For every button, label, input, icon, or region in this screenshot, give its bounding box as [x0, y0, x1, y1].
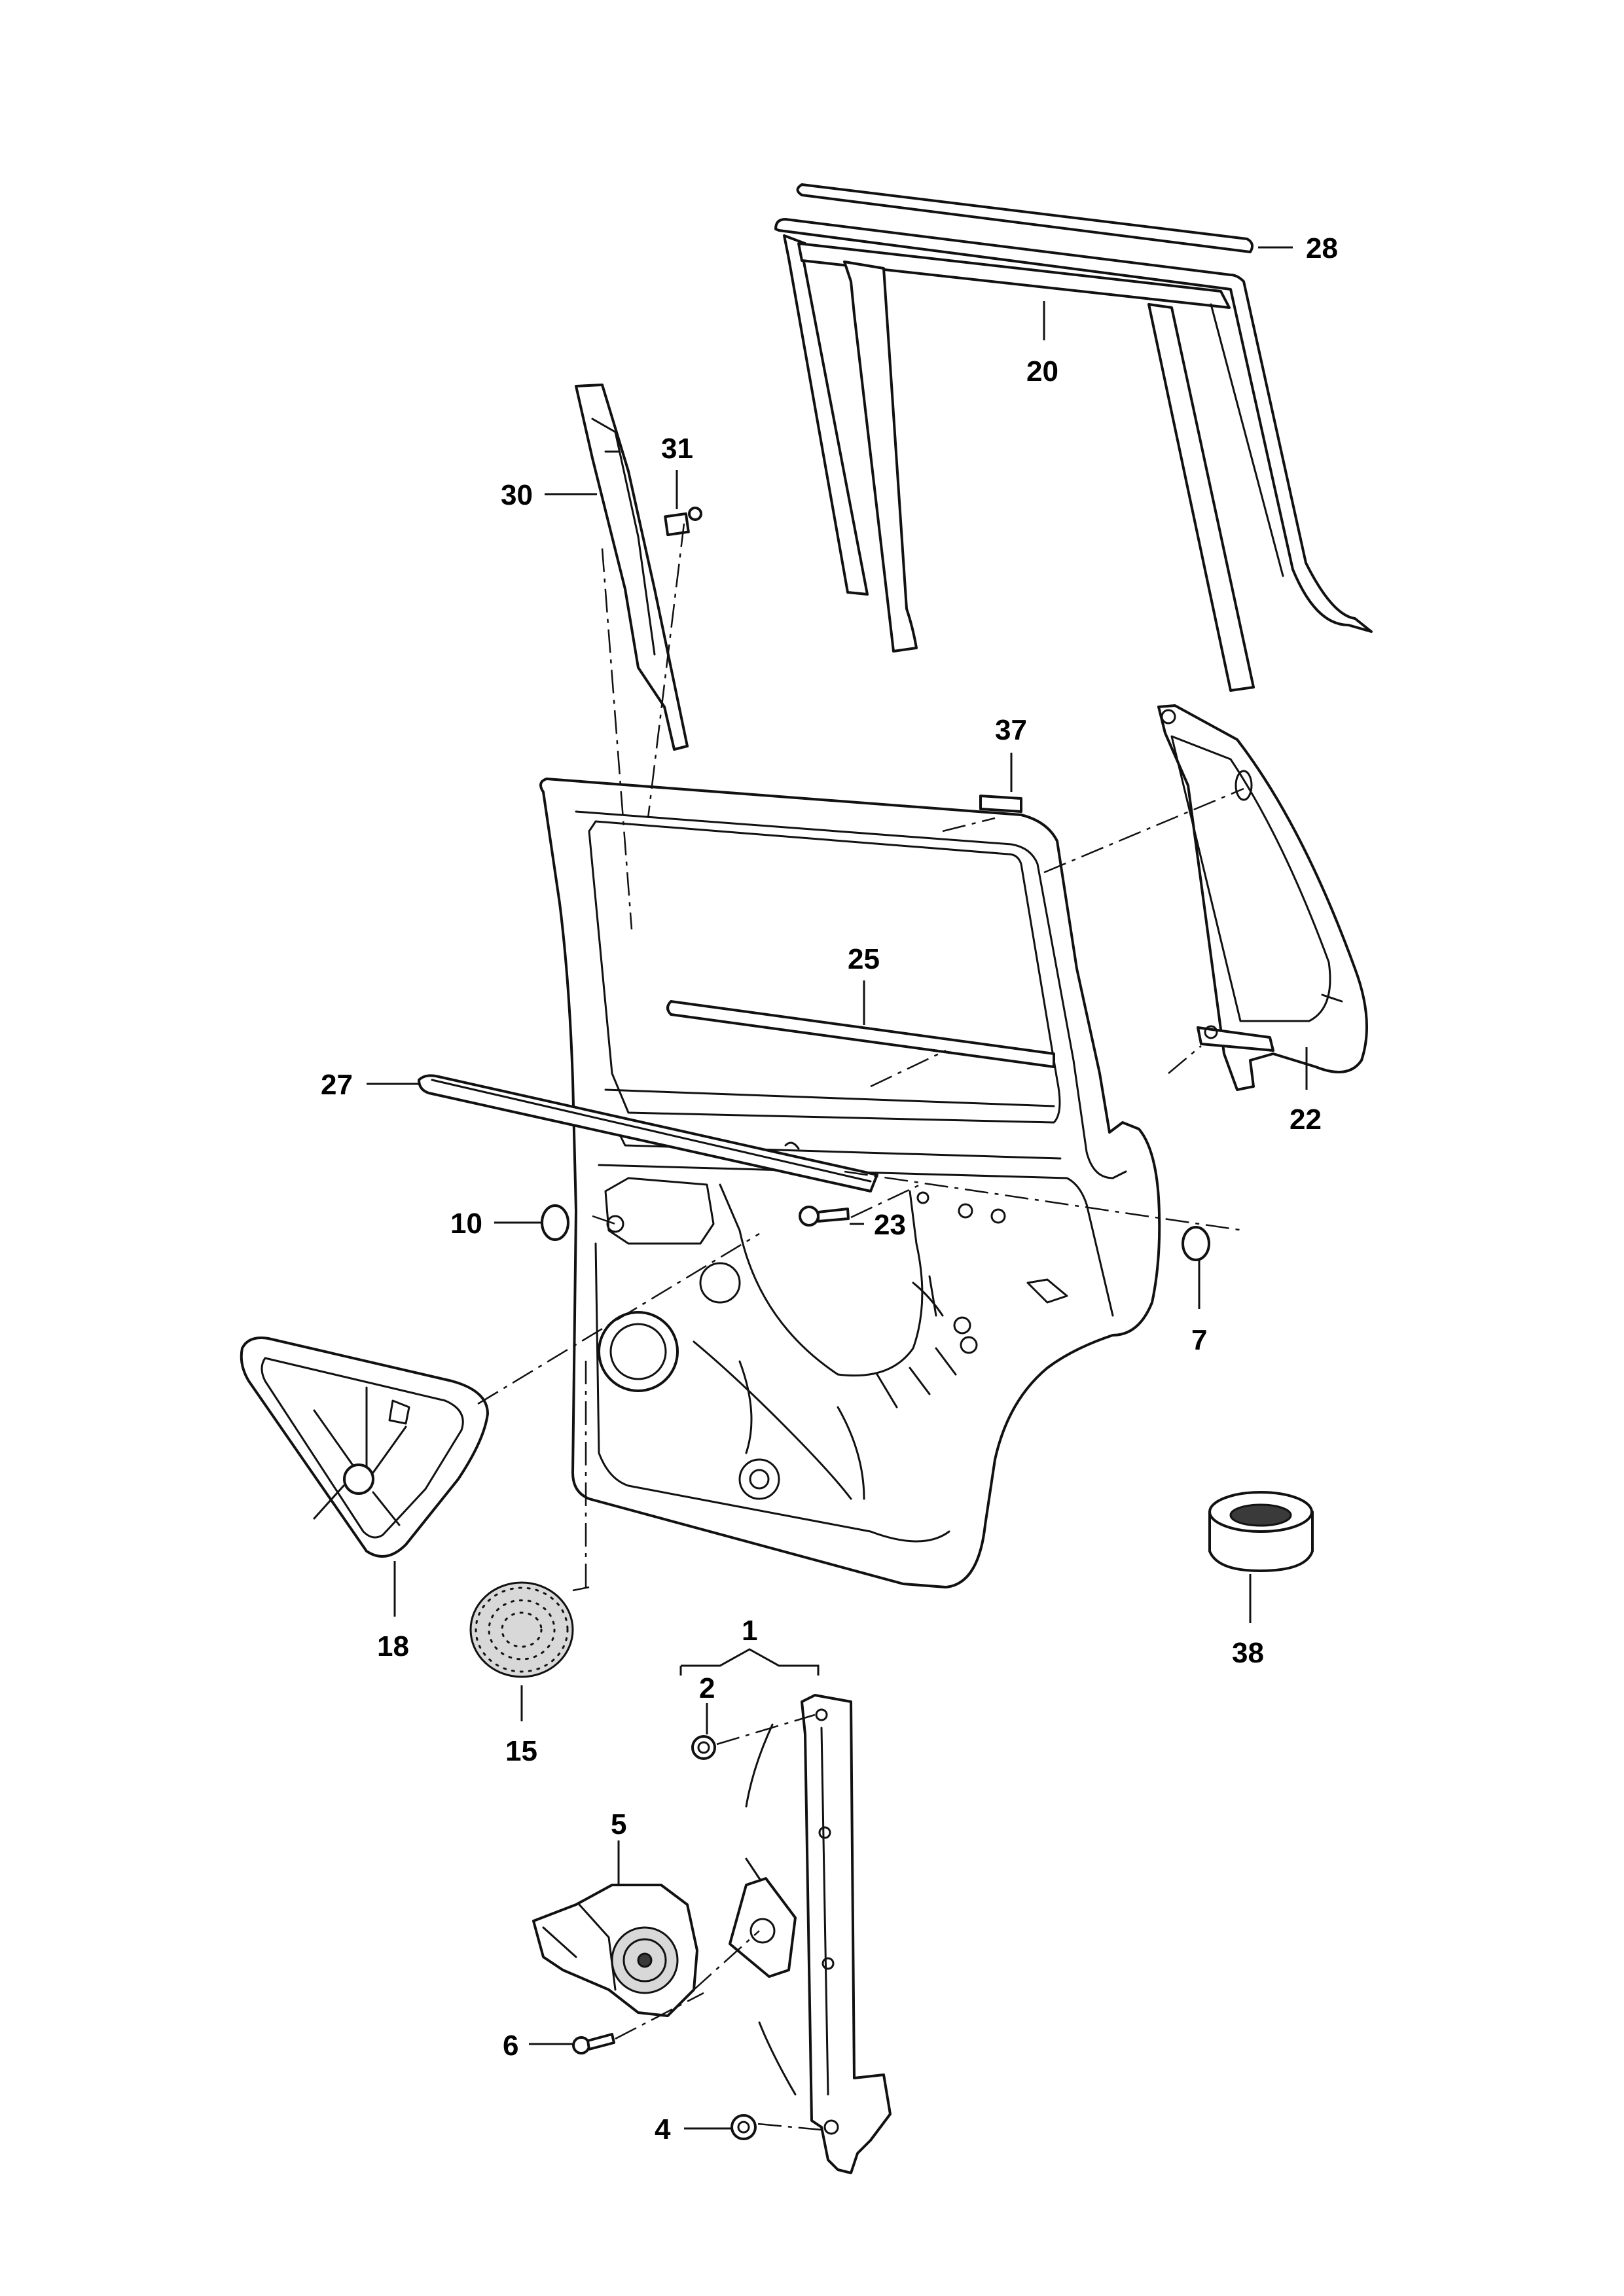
- assembly-lines: [477, 523, 1244, 2132]
- callout-15: 15: [505, 1735, 537, 1767]
- part-27-outer-seal-strip: [418, 1074, 878, 1193]
- callout-37: 37: [995, 714, 1027, 746]
- part-38-adhesive-roll: [1208, 1491, 1314, 1572]
- callout-20: 20: [1026, 355, 1058, 387]
- callout-18: 18: [377, 1630, 409, 1662]
- callout-6: 6: [503, 2030, 518, 2062]
- part-37-label: [979, 795, 1022, 813]
- part-5-window-motor: [532, 1884, 698, 2017]
- part-1-window-regulator: [729, 1694, 892, 2174]
- callout-10: 10: [450, 1208, 482, 1240]
- part-6-screw: [572, 2033, 615, 2054]
- callout-2: 2: [699, 1672, 715, 1704]
- part-28-outer-seal-strip: [796, 183, 1254, 253]
- callout-30: 30: [501, 479, 533, 511]
- callout-28: 28: [1306, 232, 1338, 264]
- part-7-grommet: [1182, 1226, 1210, 1261]
- callout-27: 27: [321, 1069, 353, 1101]
- part-25-inner-seal-strip: [666, 1000, 1055, 1068]
- part-10-grommet: [541, 1204, 569, 1241]
- part-31-clip: [664, 507, 702, 537]
- part-2-nut: [691, 1735, 716, 1760]
- part-23-screw: [799, 1206, 850, 1227]
- callout-7: 7: [1191, 1324, 1207, 1356]
- part-18-speaker-trim: [240, 1336, 489, 1558]
- part-22-quarter-glass: [1157, 704, 1368, 1091]
- callout-38: 38: [1232, 1637, 1264, 1669]
- callout-23: 23: [874, 1209, 906, 1241]
- callout-5: 5: [611, 1808, 626, 1840]
- part-15-speaker-grille: [469, 1581, 574, 1678]
- callout-25: 25: [848, 943, 880, 975]
- part-30-pillar-trim: [575, 384, 689, 751]
- callout-labels: 28 20 31 30 37 25 27 22 10 23 7 18 15 38…: [321, 232, 1338, 2145]
- callout-31: 31: [661, 433, 693, 465]
- callout-1: 1: [742, 1615, 757, 1647]
- callout-22: 22: [1290, 1103, 1322, 1136]
- callout-4: 4: [655, 2113, 671, 2145]
- part-20-window-channel: [774, 218, 1373, 692]
- callout-leaders: [367, 246, 1308, 2130]
- part-4-nut: [731, 2114, 757, 2140]
